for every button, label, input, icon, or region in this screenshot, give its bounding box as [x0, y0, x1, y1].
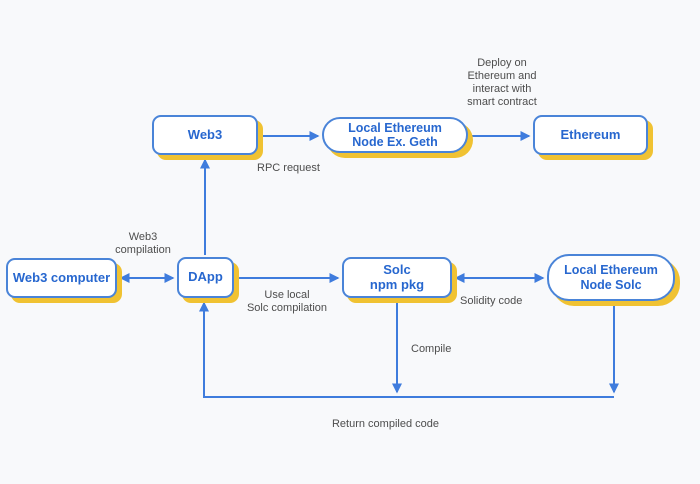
- node-dapp: DApp: [177, 257, 234, 298]
- label-rpc-request: RPC request: [257, 162, 320, 174]
- node-solc-npm-pkg: Solc npm pkg: [342, 257, 452, 298]
- label-return-compiled-code: Return compiled code: [331, 418, 439, 430]
- label-solidity-code: Solidity code: [460, 295, 523, 307]
- node-web3-computer: Web3 computer: [6, 258, 117, 298]
- edge-return-to-dapp: [199, 301, 614, 398]
- label-use-local-solc-compilation: Use local Solc compilation: [246, 289, 328, 314]
- node-local-ethereum-node-geth: Local Ethereum Node Ex. Geth: [322, 117, 468, 153]
- node-local-ethereum-node-solc: Local Ethereum Node Solc: [547, 254, 675, 301]
- label-deploy-on-ethereum: Deploy on Ethereum and interact with sma…: [467, 57, 537, 108]
- label-compile: Compile: [411, 343, 452, 355]
- node-ethereum: Ethereum: [533, 115, 648, 155]
- node-web3: Web3: [152, 115, 258, 155]
- label-web3-compilation: Web3 compilation: [115, 231, 171, 256]
